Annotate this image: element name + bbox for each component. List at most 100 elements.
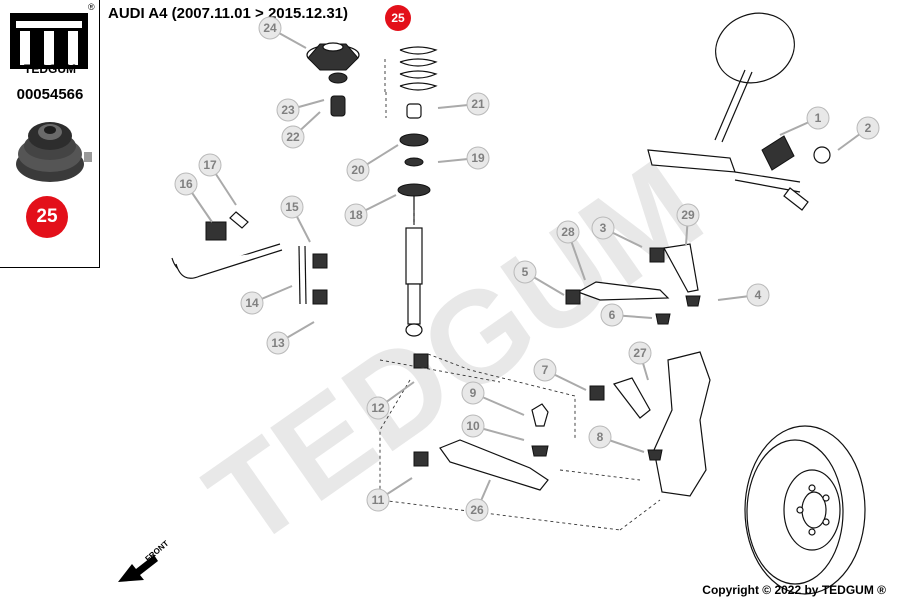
callout-number: 26: [470, 503, 484, 517]
callout-marker: [366, 396, 390, 420]
callout-marker: [806, 106, 830, 130]
callout-marker: [461, 381, 485, 405]
callout-number: 17: [203, 158, 217, 172]
callout-number: 20: [351, 163, 365, 177]
callout-marker: [281, 125, 305, 149]
strut-mount-image: [16, 122, 92, 182]
callout-6: 6: [600, 303, 653, 327]
callout-number: 1: [815, 111, 822, 125]
callout-number: 8: [597, 430, 604, 444]
callout-marker: [513, 260, 537, 284]
callout-24: 24: [258, 16, 307, 49]
stabilizer-bar: [171, 211, 328, 305]
callout-number: 16: [179, 177, 193, 191]
registered-mark: ®: [88, 2, 95, 12]
callout-marker: [588, 425, 612, 449]
callout-marker: [628, 341, 652, 365]
callout-7: 7: [533, 358, 587, 391]
callout-number: 15: [285, 200, 299, 214]
callout-number: 12: [371, 401, 385, 415]
callout-15: 15: [280, 195, 311, 243]
callout-marker: [344, 203, 368, 227]
callout-marker: [240, 291, 264, 315]
coil-spring: [399, 46, 438, 91]
callout-marker: [461, 414, 485, 438]
callout-20: 20: [346, 144, 399, 182]
callout-1: 1: [779, 106, 830, 136]
callout-marker: [266, 331, 290, 355]
callout-19: 19: [437, 146, 490, 170]
callout-marker: [533, 358, 557, 382]
callout-13: 13: [266, 321, 315, 355]
spring-seat: [399, 133, 429, 147]
spring-pad: [397, 183, 431, 197]
front-direction-indicator: FRONT: [118, 539, 170, 582]
copyright: Copyright © 2022 by TEDGUM ®: [702, 583, 886, 597]
callout-number: 28: [561, 225, 575, 239]
callout-number: 2: [865, 121, 872, 135]
callout-8: 8: [588, 425, 645, 453]
callout-number: 3: [600, 221, 607, 235]
callout-5: 5: [513, 260, 565, 296]
tedgum-logo: [10, 13, 88, 69]
callout-group: 1234567891011121314151617181920212223242…: [174, 16, 880, 522]
callout-marker: [346, 158, 370, 182]
callout-marker: [465, 498, 489, 522]
dust-cap: [406, 103, 422, 119]
callout-number: 6: [609, 308, 616, 322]
callout-marker: [856, 116, 880, 140]
callout-21: 21: [437, 92, 490, 116]
callout-marker: [280, 195, 304, 219]
callout-number: 24: [263, 21, 277, 35]
callout-marker: [676, 203, 700, 227]
callout-number: 5: [522, 265, 529, 279]
callout-number: 29: [681, 208, 695, 222]
callout-16: 16: [174, 172, 213, 223]
callout-marker: [276, 98, 300, 122]
strut-top-mount: [306, 42, 360, 84]
wheel: [744, 425, 866, 595]
callout-marker: [556, 220, 580, 244]
callout-number: 19: [471, 151, 485, 165]
callout-22: 22: [281, 111, 321, 149]
position-badge: 25: [26, 196, 68, 238]
vehicle-title: AUDI A4 (2007.11.01 > 2015.12.31): [108, 5, 349, 22]
callout-29: 29: [676, 203, 700, 246]
callout-marker: [198, 153, 222, 177]
callout-14: 14: [240, 285, 293, 315]
upper-control-arms: [565, 243, 701, 325]
callout-27: 27: [628, 341, 652, 381]
callout-marker: [591, 216, 615, 240]
bearing: [404, 157, 424, 167]
callout-marker: [466, 146, 490, 170]
callout-marker: [366, 488, 390, 512]
callout-number: 23: [281, 103, 295, 117]
callout-number: 13: [271, 336, 285, 350]
part-info-panel: ® TEDGUM 00054566 25: [0, 0, 100, 268]
callout-12: 12: [366, 381, 415, 420]
callout-number: 9: [470, 386, 477, 400]
part-number: 00054566: [16, 86, 84, 103]
callout-number: 10: [466, 419, 480, 433]
callout-number: 11: [372, 493, 385, 507]
callout-26: 26: [465, 479, 491, 522]
callout-3: 3: [591, 216, 643, 248]
bump-stop: [330, 95, 346, 117]
brand-name: TEDGUM: [24, 62, 76, 76]
shock-absorber: [405, 196, 423, 337]
callout-marker: [746, 283, 770, 307]
callout-10: 10: [461, 414, 525, 441]
callout-number: 7: [542, 363, 549, 377]
callout-number: 21: [471, 97, 485, 111]
steering-column: [647, 12, 831, 211]
callout-28: 28: [556, 220, 586, 281]
callout-marker: [466, 92, 490, 116]
callout-marker: [600, 303, 624, 327]
callout-18: 18: [344, 194, 397, 227]
callout-11: 11: [366, 477, 413, 512]
callout-number: 18: [349, 208, 363, 222]
callout-9: 9: [461, 381, 525, 416]
callout-17: 17: [198, 153, 237, 206]
callout-23: 23: [276, 98, 325, 122]
